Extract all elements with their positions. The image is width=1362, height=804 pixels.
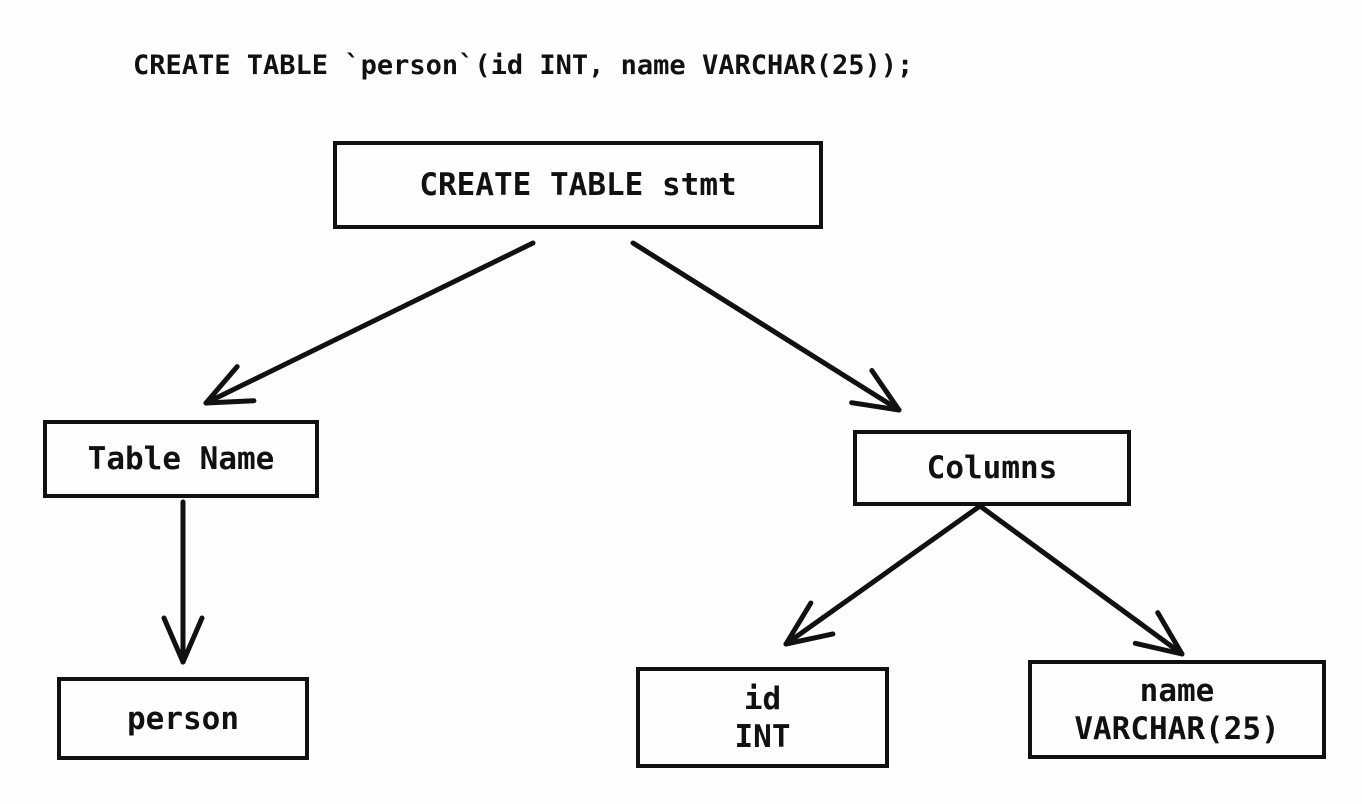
node-create-table-stmt: CREATE TABLE stmt bbox=[333, 141, 823, 229]
node-table-name: Table Name bbox=[43, 420, 319, 498]
edge-columns-to-name bbox=[977, 503, 1185, 657]
node-columns-label: Columns bbox=[926, 450, 1058, 486]
node-create-table-stmt-label: CREATE TABLE stmt bbox=[419, 167, 737, 203]
edge-root-to-columns bbox=[630, 240, 902, 413]
edge-root-to-table-name bbox=[203, 240, 536, 406]
node-id-int: id INT bbox=[636, 667, 889, 768]
node-name-varchar: name VARCHAR(25) bbox=[1028, 660, 1326, 759]
node-person-label: person bbox=[127, 700, 239, 737]
edge-columns-to-id bbox=[783, 503, 983, 647]
node-columns: Columns bbox=[853, 430, 1131, 506]
node-id-int-line2: INT bbox=[734, 718, 791, 755]
sql-statement-text: CREATE TABLE `person`(id INT, name VARCH… bbox=[133, 50, 914, 81]
node-name-varchar-line2: VARCHAR(25) bbox=[1074, 710, 1280, 747]
node-name-varchar-line1: name bbox=[1139, 672, 1215, 709]
node-person: person bbox=[57, 677, 309, 760]
node-table-name-label: Table Name bbox=[87, 441, 275, 477]
node-id-int-line1: id bbox=[743, 680, 782, 717]
